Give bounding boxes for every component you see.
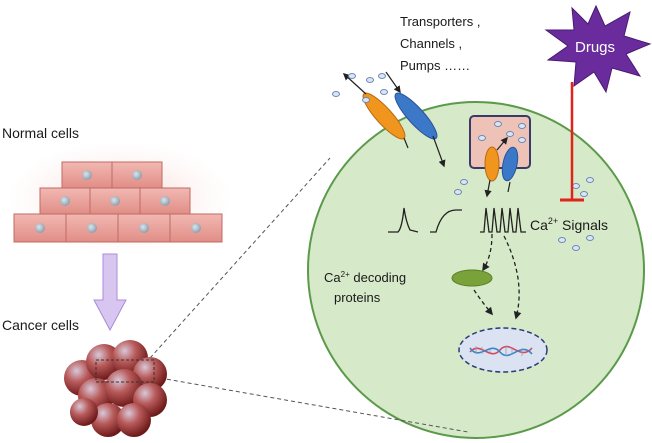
zoom-line-top	[149, 157, 331, 359]
ca-signals-label: Ca2+ Signals	[530, 216, 608, 233]
proteins-label: proteins	[334, 290, 381, 305]
cell-nucleus	[132, 170, 142, 180]
er-channel-orange	[484, 146, 500, 182]
tumor-cell	[91, 403, 125, 437]
normal-cells-group	[13, 161, 223, 243]
tumor-cluster	[64, 340, 167, 437]
to-decoder-arrow	[482, 233, 493, 272]
er-channel-blue	[501, 146, 519, 182]
calcium-ions-outside	[332, 73, 388, 103]
cell-nucleus	[87, 223, 97, 233]
transporter-blue	[394, 92, 438, 140]
er-release-arrow	[484, 179, 492, 198]
cell-nucleus	[60, 196, 70, 206]
cell-nucleus	[191, 223, 201, 233]
er-channel-tail	[507, 181, 511, 193]
to-nucleus-arrow	[503, 235, 522, 320]
calcium-oscillation-trace	[480, 207, 526, 233]
normal-cell	[65, 213, 119, 243]
normal-cell	[117, 213, 171, 243]
cancer-cells-label: Cancer cells	[2, 317, 79, 333]
transformation-arrow	[93, 253, 127, 332]
cell-nucleus	[160, 196, 170, 206]
normal-cells-label: Normal cells	[2, 125, 79, 141]
decoder-to-nucleus-arrow	[473, 289, 493, 316]
calcium-ions-er	[478, 121, 526, 143]
cell-nucleus	[139, 223, 149, 233]
ca-decoding-label: Ca2+ decoding	[324, 270, 406, 285]
cell-nucleus	[82, 170, 92, 180]
tumor-cell	[117, 403, 151, 437]
tumor-cell	[70, 398, 98, 426]
drugs-starburst	[544, 4, 652, 94]
influx-arrow-start	[385, 71, 401, 94]
drugs-label: Drugs	[575, 39, 615, 56]
pumps-label: Pumps ……	[400, 58, 470, 73]
transporters-label: Transporters ,	[400, 14, 480, 29]
influx-arrow	[432, 135, 446, 168]
nucleus	[458, 327, 548, 373]
zoom-line-bottom	[159, 377, 469, 433]
dna-rungs	[475, 346, 523, 356]
efflux-arrow	[342, 73, 367, 95]
calcium-plateau-trace	[430, 209, 462, 233]
decoding-protein	[451, 269, 493, 287]
cell-nucleus	[110, 196, 120, 206]
channels-label: Channels ,	[400, 36, 462, 51]
transporter-tail	[403, 137, 409, 149]
cell-nucleus	[35, 223, 45, 233]
calcium-spike-trace	[388, 207, 419, 233]
er-uptake-arrow	[496, 136, 508, 151]
